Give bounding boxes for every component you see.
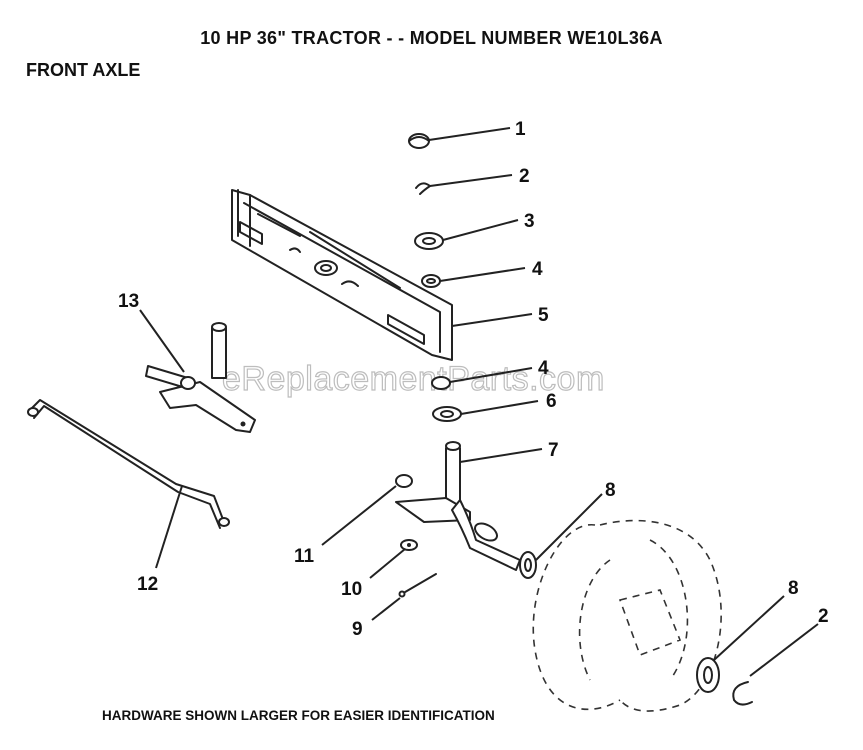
part-9-cotter-pin[interactable]: [398, 573, 437, 598]
watermark: eReplacementParts.com: [221, 359, 605, 398]
callout-7: 7: [548, 440, 559, 461]
part-6-washer[interactable]: [432, 406, 462, 422]
callout-3: 3: [524, 211, 535, 232]
leader-lines: [139, 127, 819, 677]
callout-1: 1: [515, 119, 526, 140]
part-13-bracket[interactable]: [145, 322, 256, 433]
callout-8b: 8: [788, 578, 799, 599]
callout-numbers: 1 2 3 4 5 4 6 7 8 11 10 9 12 13 8 2: [118, 119, 829, 640]
front-wheel: [532, 519, 722, 712]
callout-9: 9: [352, 619, 363, 640]
part-3-washer[interactable]: [414, 232, 444, 250]
part-2-clip[interactable]: [415, 182, 431, 195]
callout-8: 8: [605, 480, 616, 501]
callout-5: 5: [538, 305, 549, 326]
part-2-clip-lower[interactable]: [732, 681, 753, 706]
callout-12: 12: [137, 574, 158, 595]
page-title: 10 HP 36" TRACTOR - - MODEL NUMBER WE10L…: [200, 28, 663, 48]
callout-4: 4: [532, 259, 543, 280]
part-8-washer[interactable]: [519, 551, 537, 579]
callout-2: 2: [519, 166, 530, 187]
part-8-washer-outer[interactable]: [696, 657, 720, 693]
callout-2b: 2: [818, 606, 829, 627]
callout-11: 11: [294, 546, 315, 567]
part-12-drag-link[interactable]: [27, 399, 230, 529]
part-11-bolt[interactable]: [395, 474, 413, 488]
callout-13: 13: [118, 291, 139, 312]
callout-4b: 4: [538, 358, 549, 379]
part-7-spindle[interactable]: [395, 441, 521, 571]
part-1-cap[interactable]: [408, 133, 430, 149]
footnote: HARDWARE SHOWN LARGER FOR EASIER IDENTIF…: [102, 708, 495, 723]
section-title: FRONT AXLE: [26, 60, 141, 80]
callout-6: 6: [546, 391, 557, 412]
part-4-bushing-lower[interactable]: [431, 376, 451, 390]
part-10-washer[interactable]: [400, 539, 418, 551]
part-4-bushing[interactable]: [421, 274, 441, 288]
part-5-axle-beam[interactable]: [231, 189, 453, 361]
callout-10: 10: [341, 579, 362, 600]
